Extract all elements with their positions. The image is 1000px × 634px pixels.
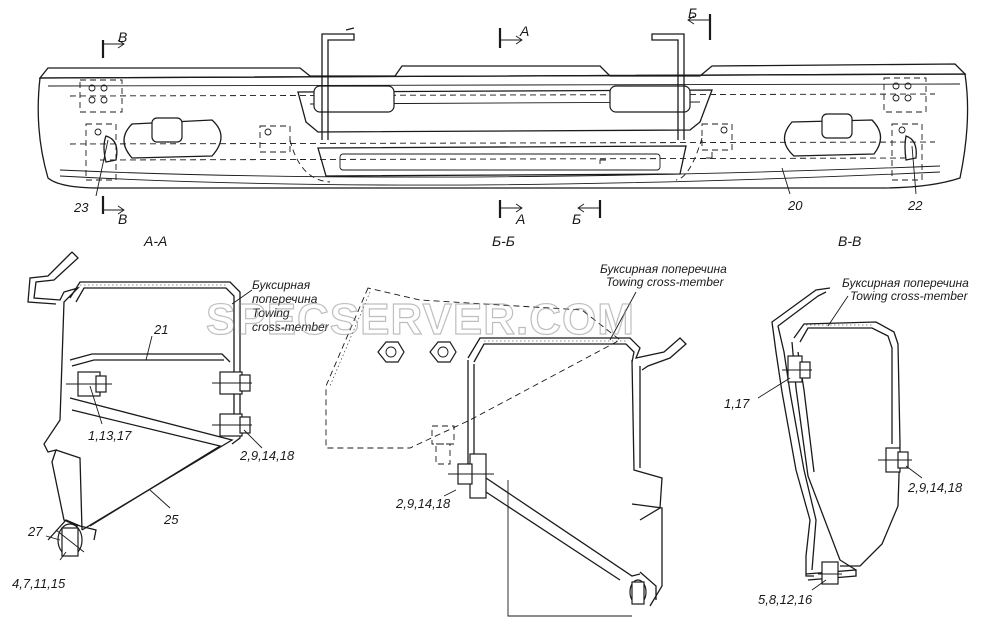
- svg-text:Буксирная поперечина: Буксирная поперечина: [842, 276, 969, 290]
- svg-text:поперечина: поперечина: [252, 292, 318, 306]
- part-label-2-9-14-18-aa: 2,9,14,18: [239, 448, 295, 463]
- left-fog-lamp: [123, 117, 222, 159]
- part-label-23: 23: [73, 200, 89, 215]
- part-label-4-7-11-15: 4,7,11,15: [12, 576, 66, 591]
- section-title-bb: Б-Б: [492, 233, 515, 249]
- cut-marker-a-bottom: А: [498, 200, 525, 227]
- left-bracket-23: [79, 79, 123, 181]
- part-label-20: 20: [787, 198, 803, 213]
- svg-text:В: В: [118, 29, 127, 45]
- bumper-front-view: В В А А Б Б 23 20: [37, 5, 969, 227]
- watermark: SPECSERVER.COM: [206, 295, 635, 344]
- right-bracket-22: [883, 77, 927, 181]
- part-label-22: 22: [907, 198, 923, 213]
- right-tow-hook: [651, 33, 685, 140]
- section-title-aa: А-А: [143, 233, 167, 249]
- right-fog-lamp: [783, 113, 882, 157]
- section-bb: Буксирная поперечина Towing cross-member…: [325, 262, 727, 617]
- cut-marker-b-top: Б: [687, 5, 712, 40]
- part-label-5-8-12-16: 5,8,12,16: [758, 592, 813, 607]
- svg-text:Буксирная: Буксирная: [252, 278, 311, 292]
- cut-marker-a-top: А: [498, 23, 529, 48]
- svg-text:А: А: [515, 211, 525, 227]
- section-title-vv: В-В: [838, 233, 861, 249]
- svg-text:Towing cross-member: Towing cross-member: [850, 289, 969, 303]
- svg-text:А: А: [519, 23, 529, 39]
- section-vv: Буксирная поперечина Towing cross-member…: [724, 276, 969, 607]
- left-tow-hook: [321, 27, 355, 140]
- part-label-2-9-14-18-vv: 2,9,14,18: [907, 480, 963, 495]
- part-label-25: 25: [163, 512, 179, 527]
- section-aa: Буксирная поперечина Towing cross-member…: [12, 251, 330, 591]
- part-label-27: 27: [27, 524, 43, 539]
- svg-text:Towing: Towing: [252, 306, 290, 320]
- part-label-21: 21: [153, 322, 168, 337]
- part-label-1-17: 1,17: [724, 396, 750, 411]
- svg-text:Б: Б: [572, 211, 581, 227]
- cut-marker-v-bottom: В: [101, 196, 127, 227]
- cut-marker-b-bottom: Б: [572, 200, 602, 227]
- svg-text:В: В: [118, 211, 127, 227]
- svg-text:cross-member: cross-member: [252, 320, 330, 334]
- part-label-1-13-17: 1,13,17: [88, 428, 132, 443]
- svg-text:Б: Б: [688, 5, 697, 21]
- cut-marker-v-top: В: [101, 29, 127, 58]
- part-label-2-9-14-18-bb: 2,9,14,18: [395, 496, 451, 511]
- svg-text:Буксирная поперечина: Буксирная поперечина: [600, 262, 727, 276]
- svg-text:Towing cross-member: Towing cross-member: [606, 275, 725, 289]
